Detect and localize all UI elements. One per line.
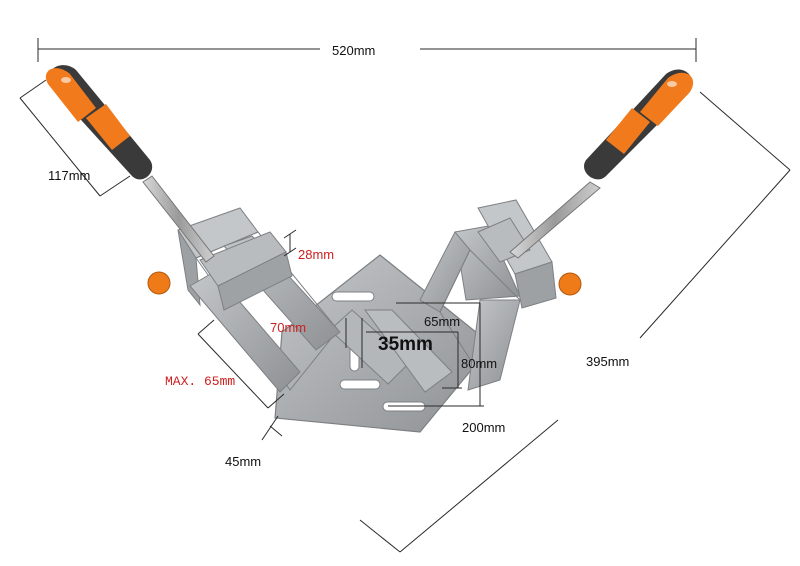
dimension-lines <box>19 38 791 553</box>
base-slot <box>331 291 375 302</box>
base-slot <box>339 379 381 390</box>
clamp-illustration <box>45 65 694 433</box>
right-vise-frame <box>419 199 557 391</box>
label-handle-length: 117mm <box>48 168 90 183</box>
left-screw-rod <box>142 175 215 263</box>
right-screw-knob <box>558 272 582 296</box>
label-base-height: 80mm <box>461 356 497 371</box>
label-jaw-width-small: 65mm <box>424 314 460 329</box>
left-screw-knob <box>147 271 171 295</box>
label-center-gap: 35mm <box>378 334 433 355</box>
left-vise-frame <box>177 207 341 393</box>
right-screw-rod <box>509 181 601 259</box>
center-jaw <box>364 309 453 393</box>
label-diagonal-length: 395mm <box>586 354 629 369</box>
label-opening: 70mm <box>270 320 306 335</box>
label-jaw-thickness: 45mm <box>225 454 261 469</box>
label-jaw-depth: 28mm <box>298 247 334 262</box>
dimension-labels: 520mm 117mm 28mm 70mm MAX. 65mm 65mm 35m… <box>48 43 629 469</box>
right-handle <box>584 69 694 180</box>
left-handle <box>45 65 153 180</box>
label-max-opening: MAX. 65mm <box>165 374 235 389</box>
label-base-width: 200mm <box>462 420 505 435</box>
label-total-width: 520mm <box>332 43 375 58</box>
